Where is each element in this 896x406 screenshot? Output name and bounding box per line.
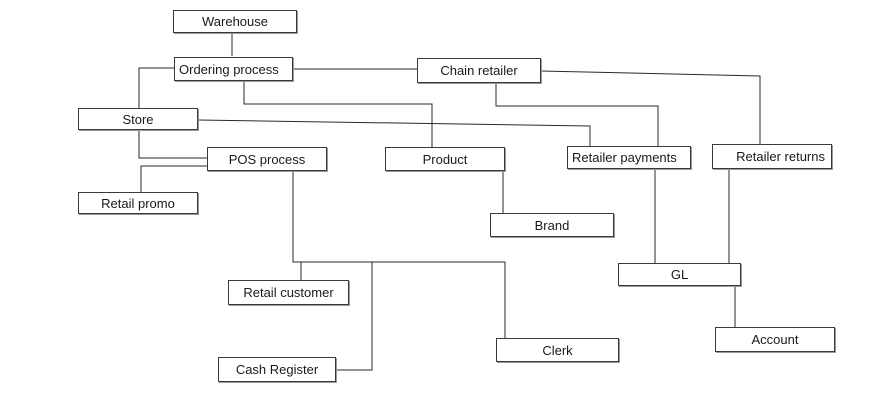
connector-store-pos — [138, 130, 207, 159]
node-ordering-process: Ordering process — [174, 57, 293, 81]
node-pos-process: POS process — [207, 147, 327, 171]
node-cash-register: Cash Register — [218, 357, 336, 382]
connector-chain-payments — [495, 83, 659, 146]
connector-pos-promo — [140, 165, 207, 192]
connector-chain-returns — [540, 70, 761, 144]
connector-ordering-store — [138, 67, 174, 108]
connector-pos-branch — [292, 171, 506, 338]
node-chain-retailer: Chain retailer — [417, 58, 541, 83]
node-retailer-returns: Retailer returns — [712, 144, 832, 169]
node-store: Store — [78, 108, 198, 130]
node-retail-promo: Retail promo — [78, 192, 198, 214]
node-product: Product — [385, 147, 505, 171]
node-brand: Brand — [490, 213, 614, 237]
connector-branch-register — [336, 262, 373, 371]
connector-ordering-product — [243, 80, 433, 147]
node-gl: GL — [618, 263, 741, 286]
node-retailer-payments: Retailer payments — [567, 146, 691, 169]
node-warehouse: Warehouse — [173, 10, 297, 33]
connector-store-payments — [197, 119, 591, 146]
node-clerk: Clerk — [496, 338, 619, 362]
node-account: Account — [715, 327, 835, 352]
node-retail-customer: Retail customer — [228, 280, 349, 305]
